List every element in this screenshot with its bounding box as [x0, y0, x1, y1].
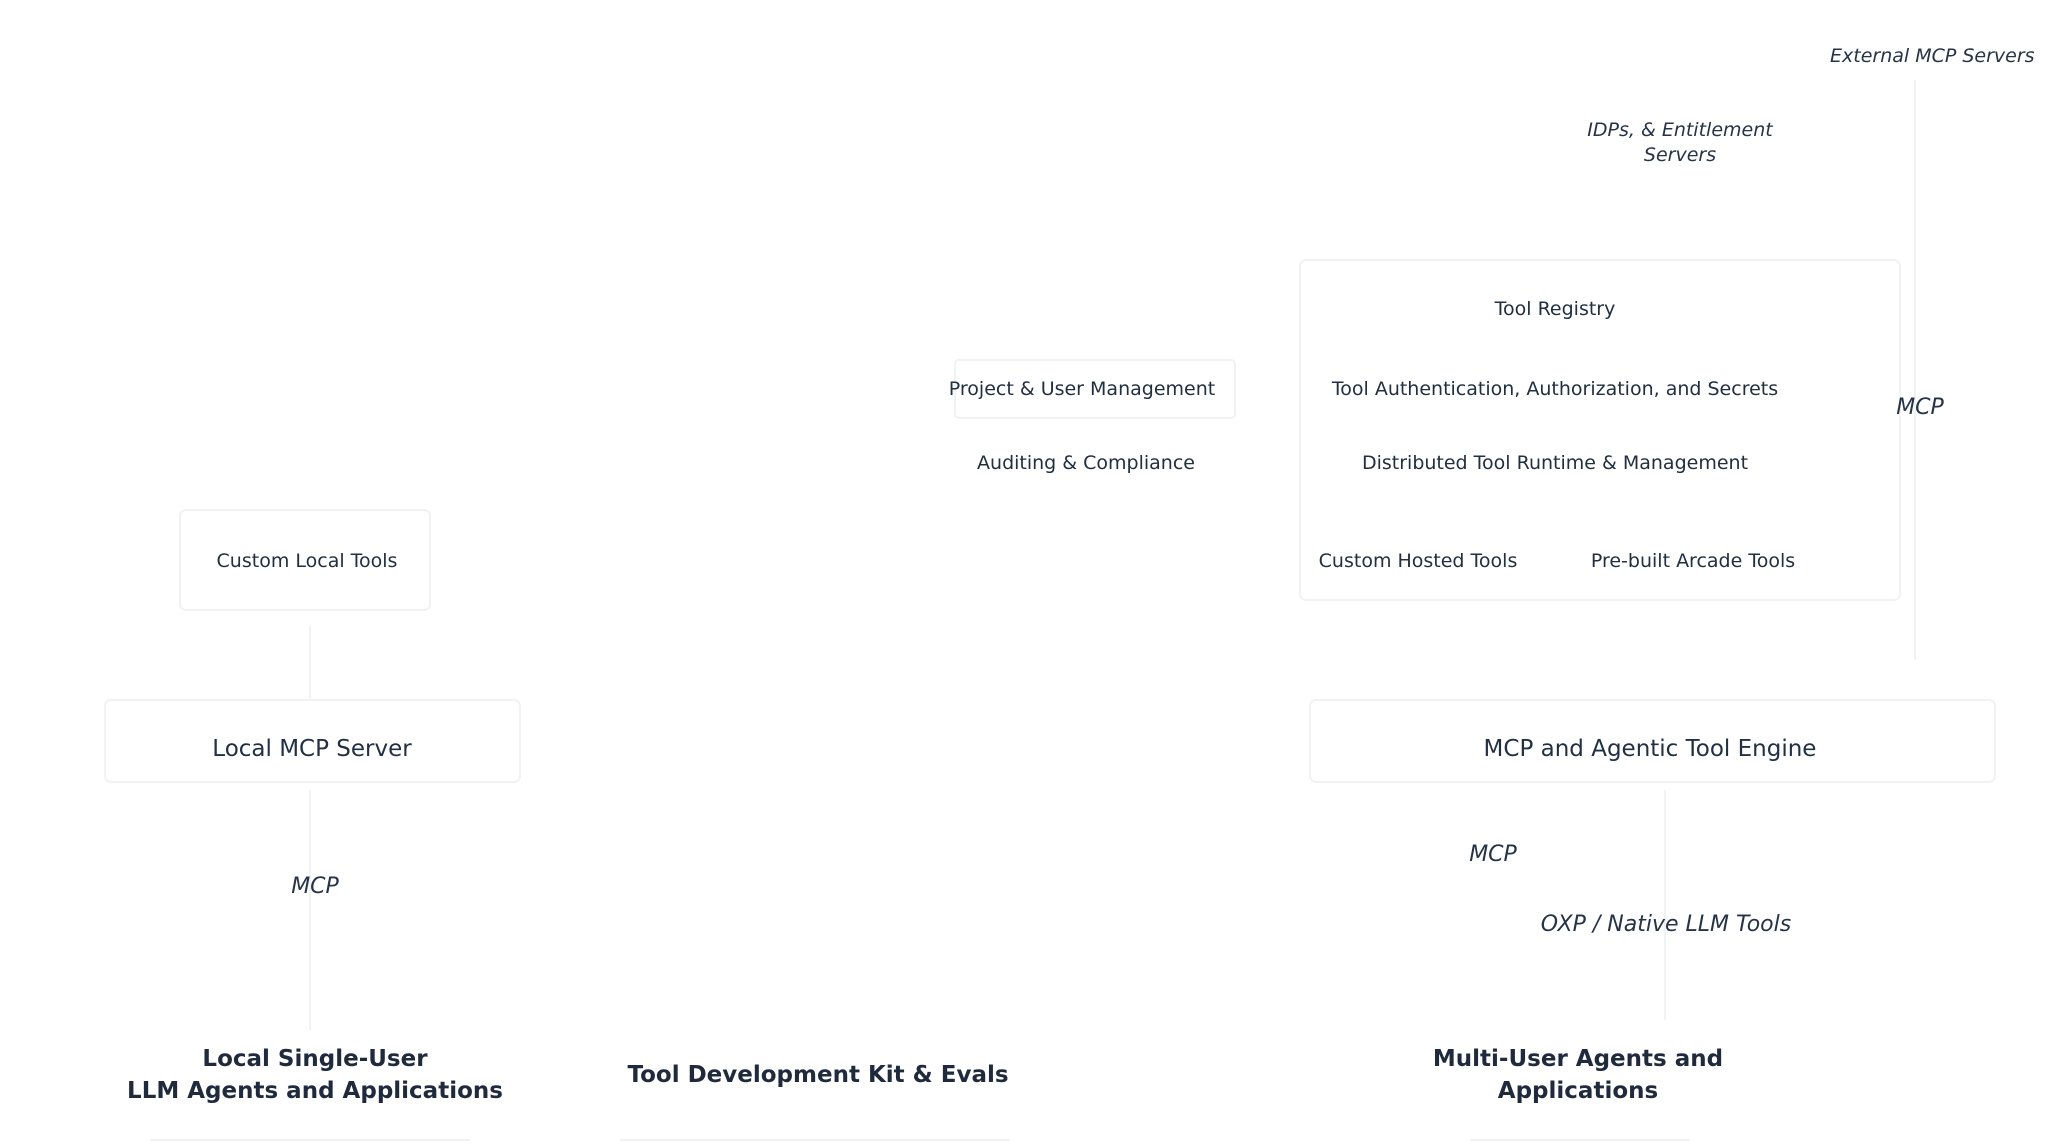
local-agents-label: Local Single-User LLM Agents and Applica… [127, 1046, 503, 1104]
custom-local-tools-box [179, 509, 431, 611]
engine-box [1309, 699, 1996, 783]
tool-development-kit-label: Tool Development Kit & Evals [627, 1062, 1009, 1088]
custom-local-tools-label: Custom Local Tools [216, 550, 398, 572]
project-user-management-label: Project & User Management [948, 378, 1216, 400]
idps-entitlement-servers-label: IDPs, & Entitlement Servers [1587, 119, 1773, 166]
mcp-right-label: MCP [1896, 395, 1944, 420]
tool-authentication-label: Tool Authentication, Authorization, and … [1331, 378, 1779, 400]
custom-hosted-tools-label: Custom Hosted Tools [1318, 550, 1518, 572]
distributed-tool-runtime-label: Distributed Tool Runtime & Management [1361, 452, 1749, 474]
prebuilt-arcade-tools-label: Pre-built Arcade Tools [1590, 550, 1796, 572]
tool-registry-label: Tool Registry [1494, 298, 1616, 320]
project-user-mgmt-box [954, 359, 1236, 419]
auditing-compliance-label: Auditing & Compliance [977, 452, 1195, 474]
external-mcp-servers-label: External MCP Servers [1830, 45, 2035, 67]
oxp-native-llm-tools-label: OXP / Native LLM Tools [1540, 912, 1792, 937]
mcp-engine-label: MCP [1469, 842, 1517, 867]
platform-box [1299, 259, 1901, 601]
engine-title-label: MCP and Agentic Tool Engine [1483, 736, 1817, 762]
local-mcp-server-box [104, 699, 521, 783]
multi-user-agents-label: Multi-User Agents and Applications [1432, 1046, 1724, 1104]
local-mcp-server-label: Local MCP Server [212, 736, 412, 762]
mcp-local-label: MCP [291, 874, 339, 899]
